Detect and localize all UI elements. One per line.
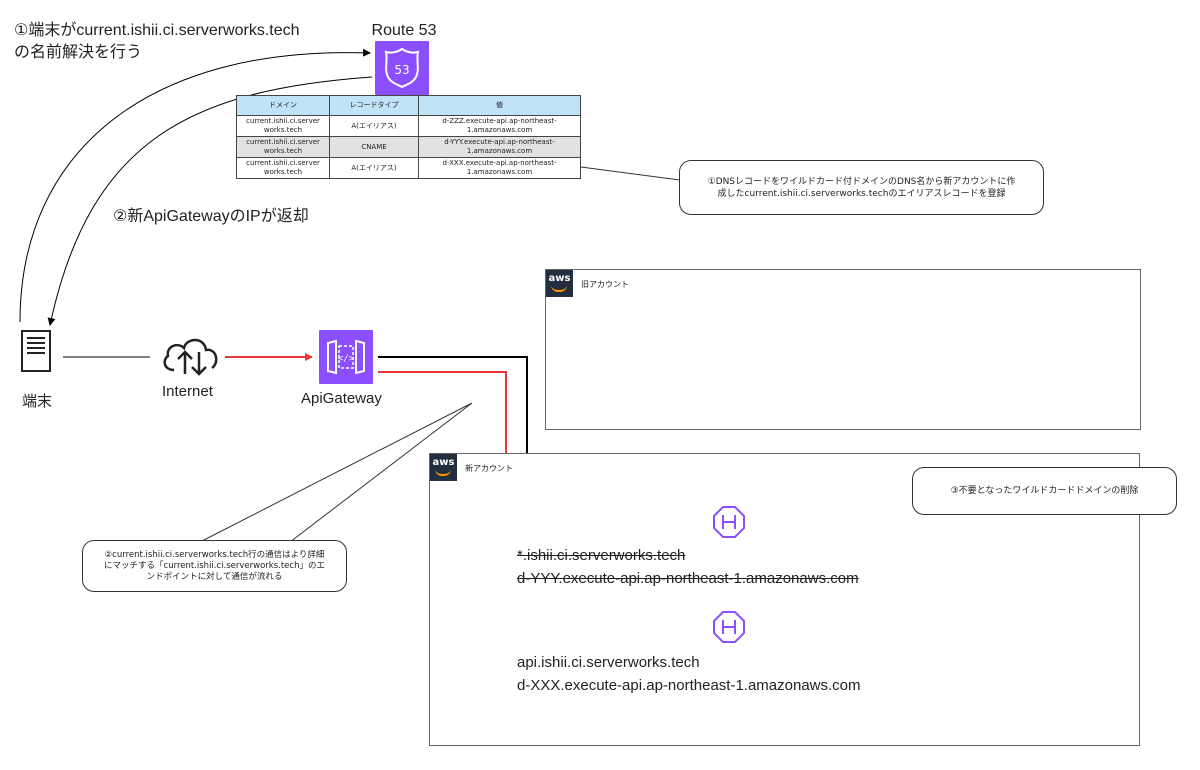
dns-record-table: ドメイン レコードタイプ 値 current.ishii.ci.server w… [236,95,581,179]
dns-record-callout: ①DNSレコードをワイルドカード付ドメインのDNS名から新アカウントに作 成した… [679,160,1044,215]
cell-domain: current.ishii.ci.server works.tech [236,115,330,137]
cell-value: d-ZZZ.execute-api.ap-northeast- 1.amazon… [418,115,581,137]
old-account-group: aws 旧アカウント [545,269,1141,430]
header-domain: ドメイン [236,95,330,116]
route53-badge: 53 [394,63,409,77]
delete-wildcard-callout: ③不要となったワイルドカードドメインの削除 [912,467,1177,515]
traffic-callout-tail [199,402,473,543]
terminal-label: 端末 [22,393,53,410]
cell-domain: current.ishii.ci.server works.tech [236,157,330,179]
table-row: current.ishii.ci.server works.tech A(エイリ… [236,157,581,179]
aws-logo: aws [430,454,457,481]
dns-query-arrow [19,48,371,323]
cell-type: CNAME [329,136,419,158]
api-target-text: d-XXX.execute-api.ap-northeast-1.amazona… [517,677,861,694]
header-record-type: レコードタイプ [329,95,419,116]
step-resolve-text: ①端末がcurrent.ishii.ci.serverworks.tech の名… [14,22,300,61]
route53-icon: 53 [375,41,429,95]
new-account-label: 新アカウント [465,464,513,473]
cell-type: A(エイリアス) [329,157,419,179]
traffic-callout: ②current.ishii.ci.serverworks.tech行の通信はよ… [82,540,347,592]
table-row: current.ishii.ci.server works.tech A(エイリ… [236,115,581,137]
cell-type: A(エイリアス) [329,115,419,137]
wildcard-endpoint-icon [712,505,746,539]
route53-label: Route 53 [371,22,437,39]
table-row: current.ishii.ci.server works.tech CNAME… [236,136,581,158]
apigateway-label: ApiGateway [301,390,382,407]
cell-value: d-XXX.execute-api.ap-northeast- 1.amazon… [418,157,581,179]
cell-domain: current.ishii.ci.server works.tech [236,136,330,158]
apigateway-icon: </> [319,330,373,384]
wildcard-domain-text: *.ishii.ci.serverworks.tech [517,547,686,564]
header-value: 値 [418,95,581,116]
internet-label: Internet [162,383,213,400]
step-return-ip-text: ②新ApiGatewayのIPが返却 [113,208,309,225]
aws-logo: aws [546,270,573,297]
dns-callout-connector [580,166,681,181]
svg-text:</>: </> [338,354,355,364]
cell-value: d-YYY.execute-api.ap-northeast- 1.amazon… [418,136,581,158]
api-domain-text: api.ishii.ci.serverworks.tech [517,654,700,671]
terminal-server-icon [21,330,51,372]
wildcard-target-text: d-YYY.execute-api.ap-northeast-1.amazona… [517,570,859,587]
dns-reply-arrow [47,76,373,326]
internet-cloud-icon [158,332,224,378]
old-account-label: 旧アカウント [581,280,629,289]
route53-shield-icon: 53 [384,47,420,89]
api-endpoint-icon [712,610,746,644]
